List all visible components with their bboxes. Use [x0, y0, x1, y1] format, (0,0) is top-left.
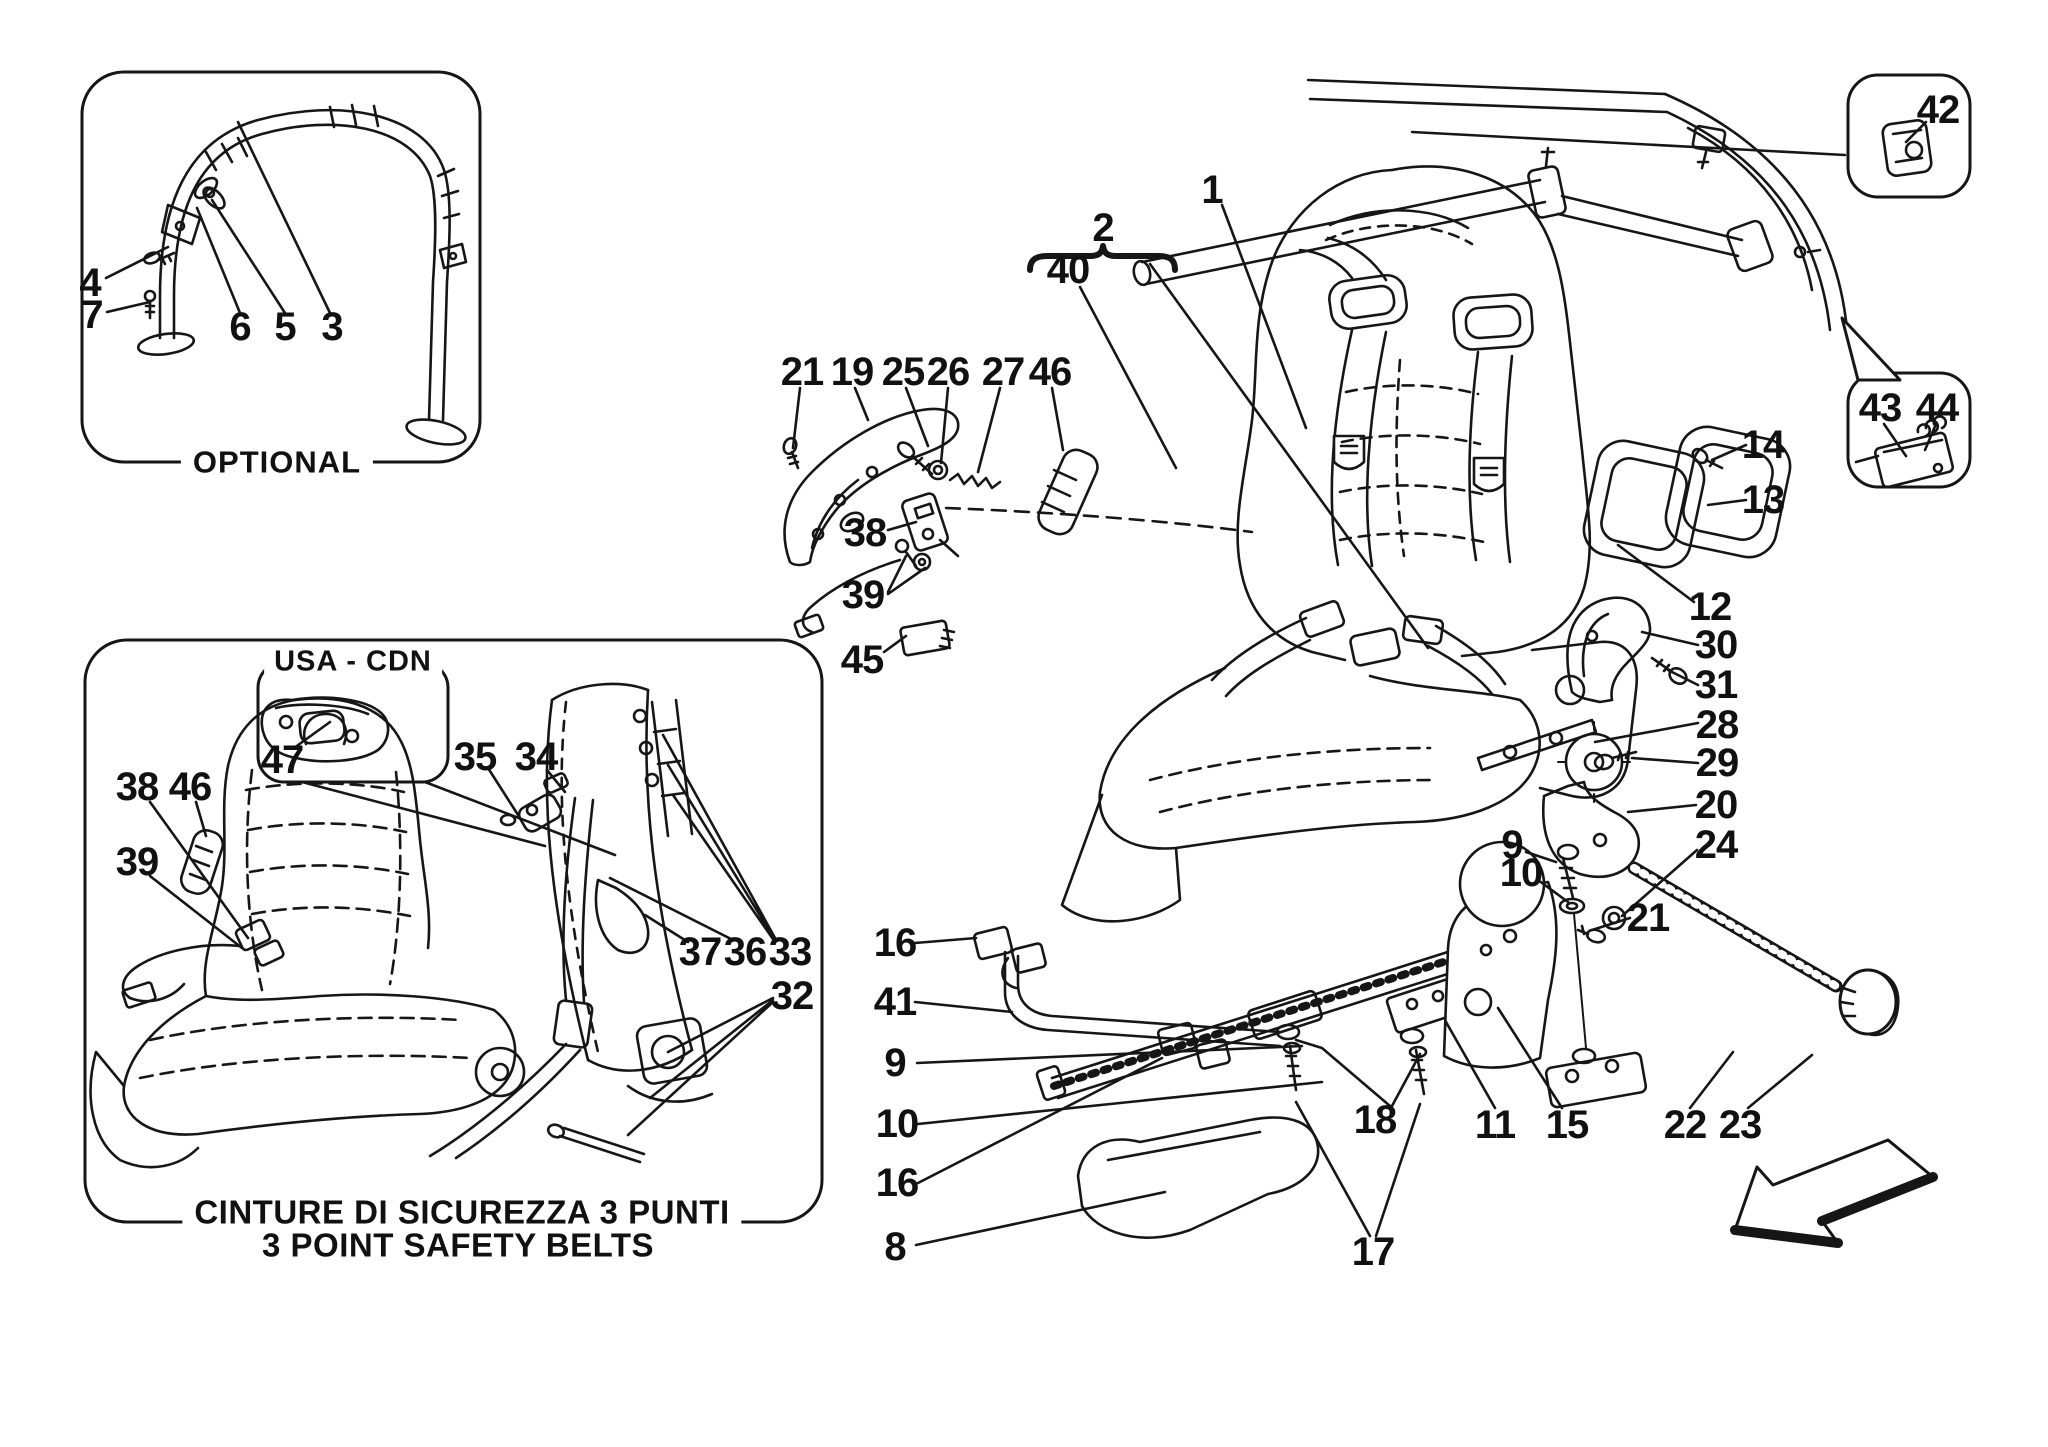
callout-30: 30 [1694, 623, 1738, 667]
callout-35: 35 [453, 735, 497, 779]
callout-9-2: 9 [884, 1041, 906, 1085]
callout-13: 13 [1741, 478, 1785, 522]
rail-assembly-drawing [972, 840, 1648, 1239]
belt-hardware-cluster-drawing [782, 407, 1099, 657]
callout-10: 10 [1499, 851, 1543, 895]
callout-38-2: 38 [843, 511, 887, 555]
caption-line-2: 3 POINT SAFETY BELTS [250, 1227, 666, 1263]
left-seat-drawing [89, 697, 526, 1169]
callout-43: 43 [1858, 386, 1902, 430]
roll-bar-drawing [136, 103, 468, 446]
callout-40: 40 [1046, 248, 1090, 292]
left-pillar-and-belt-drawing [121, 682, 714, 1164]
callout-6: 6 [229, 305, 251, 349]
optional-label: OPTIONAL [180, 444, 374, 480]
callout-32: 32 [770, 974, 814, 1018]
callout-23: 23 [1718, 1103, 1762, 1147]
callout-44: 44 [1915, 386, 1959, 430]
callout-25: 25 [881, 350, 925, 394]
callout-41: 41 [873, 980, 917, 1024]
callout-37: 37 [678, 930, 722, 974]
callout-33: 33 [768, 930, 812, 974]
callout-1: 1 [1201, 168, 1223, 212]
callout-12: 12 [1688, 585, 1732, 629]
callout-46: 46 [168, 765, 212, 809]
direction-arrow [1730, 1138, 1938, 1248]
main-leader-lines [791, 120, 1938, 1247]
callout-17: 17 [1351, 1230, 1395, 1274]
callout-15: 15 [1545, 1103, 1589, 1147]
callout-2: 2 [1092, 206, 1114, 250]
callout-14: 14 [1741, 423, 1785, 467]
callout-2-bracket [1027, 243, 1178, 273]
callout-24: 24 [1694, 823, 1738, 867]
callout-18: 18 [1353, 1098, 1397, 1142]
callout-27: 27 [981, 350, 1025, 394]
callout-4: 4 [79, 261, 101, 305]
body-shell-lines [1306, 78, 1849, 332]
callout-46-2: 46 [1028, 350, 1072, 394]
callout-21-2: 21 [1626, 896, 1670, 940]
callout-20: 20 [1694, 783, 1738, 827]
callout-26: 26 [926, 350, 970, 394]
callout-3: 3 [321, 305, 343, 349]
detail-boxes-right [1840, 73, 1972, 489]
callout-16: 16 [873, 921, 917, 965]
callout-10-2: 10 [875, 1102, 919, 1146]
callout-5: 5 [274, 305, 296, 349]
callout-8: 8 [884, 1225, 906, 1269]
caption-line-1: CINTURE DI SICUREZZA 3 PUNTI [182, 1194, 742, 1230]
callout-39-2: 39 [841, 573, 885, 617]
optional-box-leaders [104, 120, 332, 315]
callout-9: 9 [1501, 823, 1523, 867]
callout-22: 22 [1663, 1103, 1707, 1147]
callout-34: 34 [514, 735, 558, 779]
callout-7: 7 [81, 293, 103, 337]
main-seat-drawing [944, 165, 1639, 923]
callout-29: 29 [1695, 741, 1739, 785]
callout-11: 11 [1474, 1103, 1516, 1147]
callout-31: 31 [1694, 663, 1738, 707]
callout-38: 38 [115, 765, 159, 809]
callout-19: 19 [830, 350, 874, 394]
callout-42: 42 [1916, 88, 1960, 132]
callout-45: 45 [840, 638, 884, 682]
callout-16-2: 16 [875, 1161, 919, 1205]
usa-cdn-label: USA - CDN [264, 645, 442, 679]
callout-39: 39 [115, 840, 159, 884]
callout-21: 21 [780, 350, 824, 394]
callout-28: 28 [1695, 703, 1739, 747]
right-small-parts [1476, 425, 1900, 1037]
callout-36: 36 [723, 930, 767, 974]
callout-47: 47 [260, 738, 304, 782]
harness-bar-drawing [1132, 146, 1822, 287]
left-box-leaders [148, 720, 777, 1137]
